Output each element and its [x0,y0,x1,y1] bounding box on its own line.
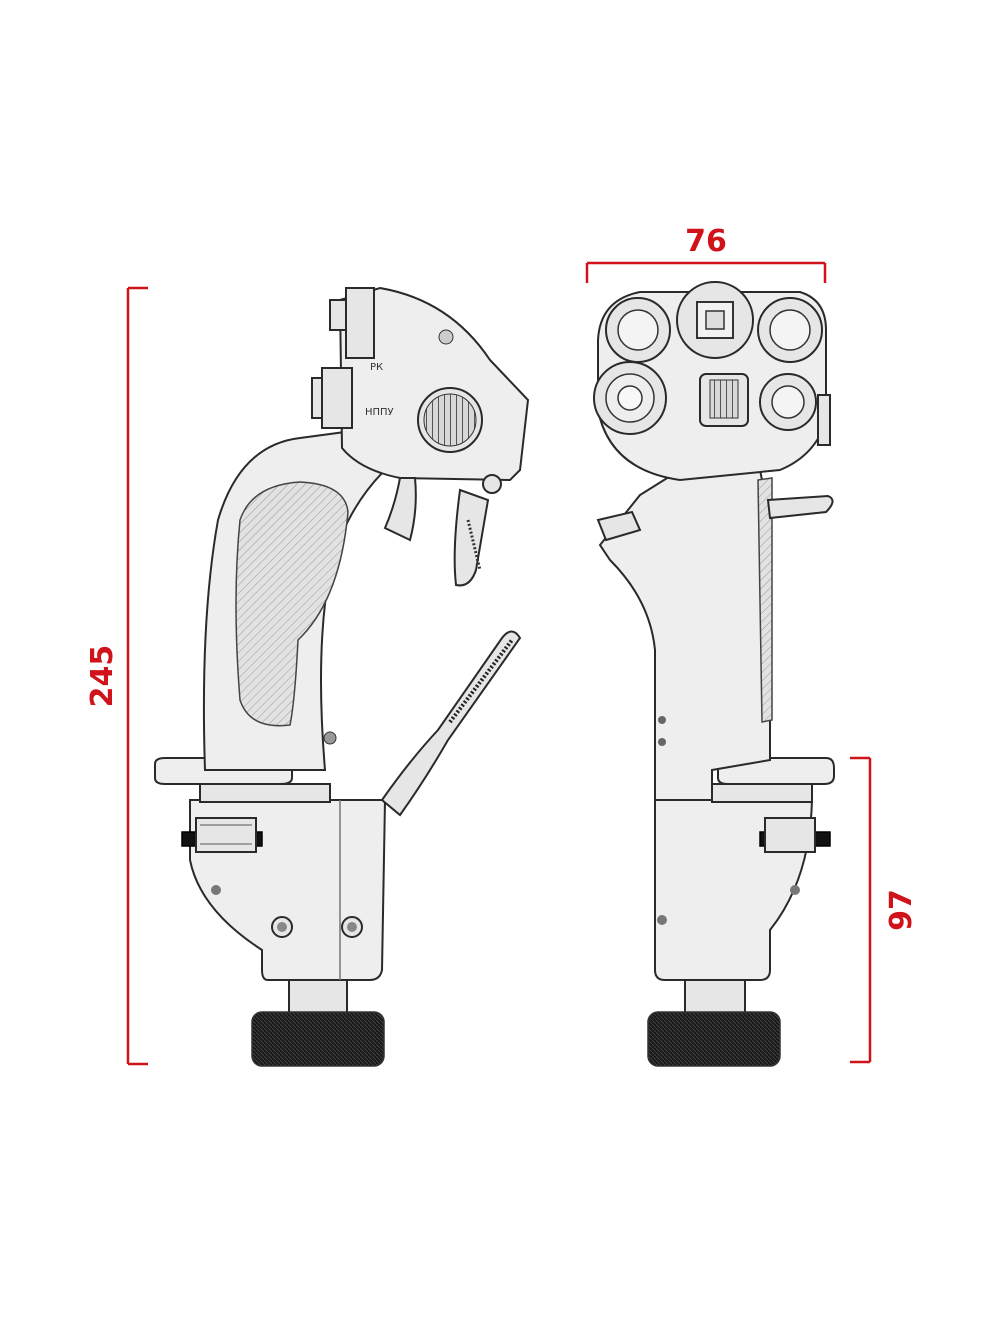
side-trigger [383,477,417,542]
rear-grip-texture [757,477,773,723]
side-label-nnpu: НППУ [365,407,394,418]
joystick-side-view: РК НППУ [154,286,530,1067]
side-base-knob [251,1011,385,1067]
side-safety-lever [453,488,490,587]
dimension-245-label: 245 [85,645,120,708]
dimension-76-label: 76 [685,224,727,259]
rear-side-paddle [766,494,834,520]
dimension-97: 97 [850,756,919,1064]
rear-trigger-stub [596,510,642,542]
side-label-rk: РК [370,362,383,373]
side-head [338,286,530,482]
rear-base-knob [647,1011,781,1067]
joystick-rear-view [593,281,835,1067]
dimension-97-label: 97 [884,889,919,931]
dimension-245: 245 [85,286,148,1066]
side-brake-lever [380,630,522,817]
dimension-76: 76 [585,224,827,283]
side-grip-texture [235,481,349,727]
